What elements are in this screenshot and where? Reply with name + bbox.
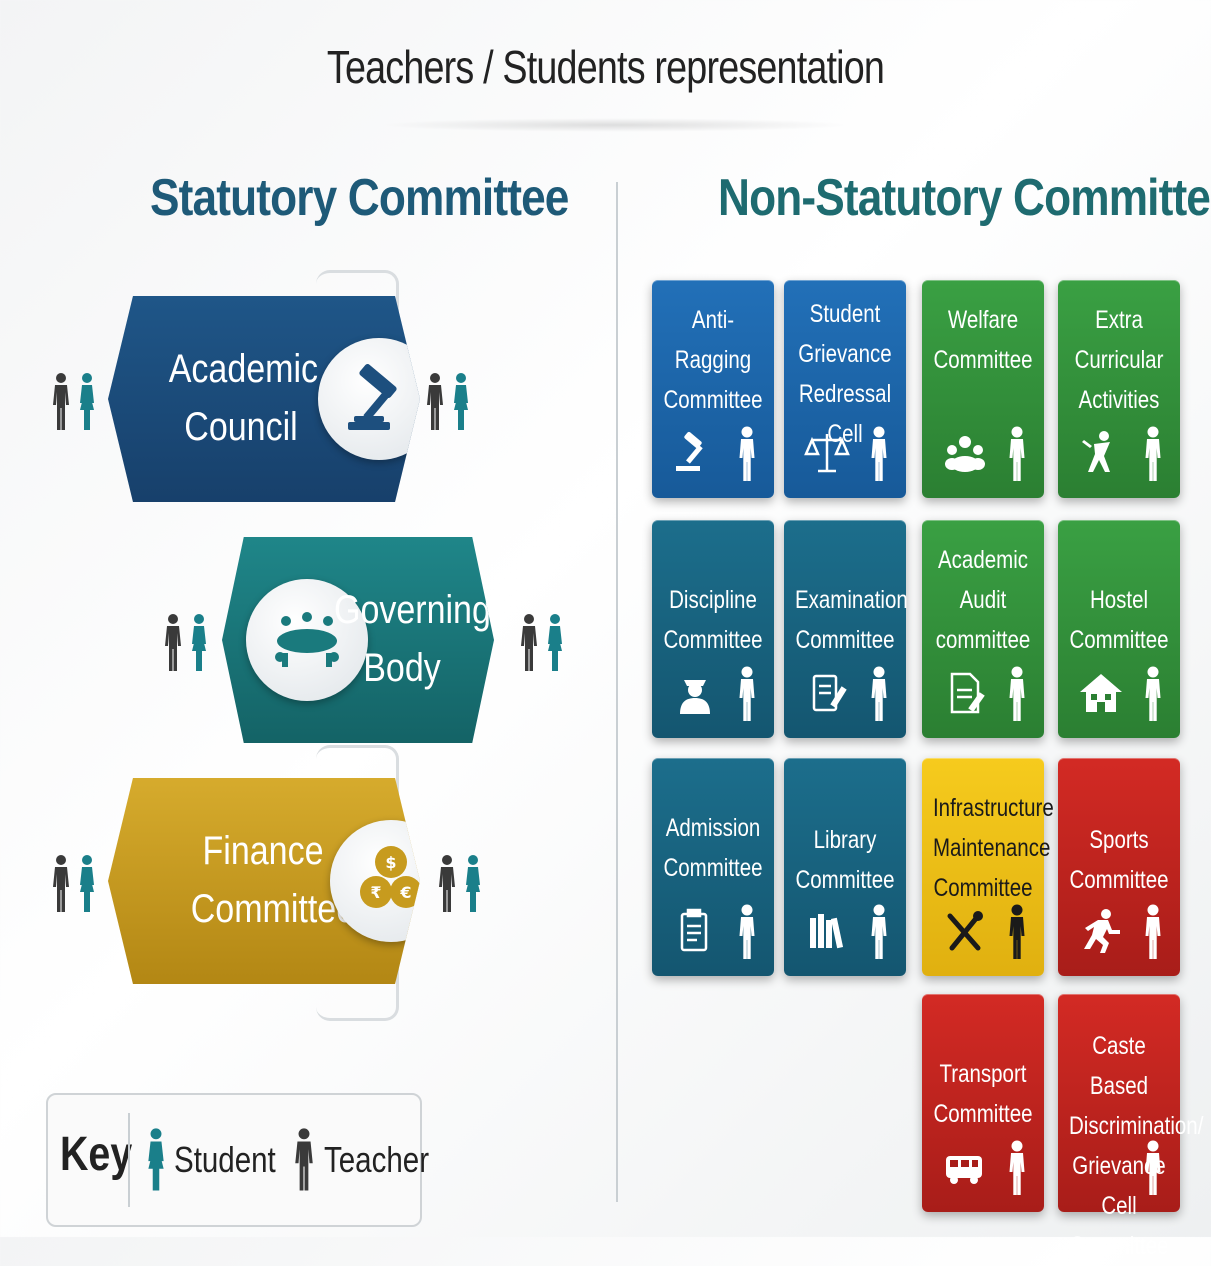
person-icon bbox=[1006, 1140, 1028, 1196]
academic-council-banner: Academic Council bbox=[108, 296, 420, 502]
governing-body-label: Governing Body bbox=[334, 588, 491, 690]
teacher-student-pair bbox=[518, 597, 568, 689]
gavel-icon bbox=[318, 338, 420, 460]
books-icon bbox=[810, 914, 844, 949]
tile-infrastructure: Infrastructure Maintenance Committee bbox=[922, 758, 1054, 976]
person-icon bbox=[868, 904, 890, 960]
legend-key: Key Student Teacher bbox=[46, 1093, 429, 1227]
title-underline-shadow bbox=[380, 118, 850, 132]
tile-academic-audit: Academic Audit committee bbox=[922, 520, 1044, 738]
exam-pad-icon bbox=[812, 674, 847, 712]
svg-text:₹: ₹ bbox=[370, 883, 381, 902]
svg-text:$: $ bbox=[385, 853, 396, 872]
key-title: Key bbox=[60, 1128, 133, 1181]
teacher-icon bbox=[292, 1113, 316, 1207]
tile-examination: Examination Committee bbox=[784, 520, 908, 738]
svg-text:€: € bbox=[399, 883, 411, 902]
runner-icon bbox=[1084, 909, 1120, 953]
person-icon bbox=[868, 426, 890, 482]
tile-label: Library Committee bbox=[795, 826, 895, 894]
tile-label: Welfare Committee bbox=[933, 306, 1033, 374]
tools-icon bbox=[947, 911, 983, 951]
statutory-section-title: Statutory Committee bbox=[150, 169, 569, 227]
tile-student-grievance: Student Grievance Redressal Cell bbox=[784, 280, 906, 498]
tile-anti-ragging: Anti-Ragging Committee bbox=[652, 280, 774, 498]
teacher-student-pair bbox=[50, 838, 100, 930]
tile-welfare: Welfare Committee bbox=[922, 280, 1044, 498]
person-icon bbox=[868, 666, 890, 722]
person-icon bbox=[1142, 426, 1164, 482]
tile-label: Hostel Committee bbox=[1069, 586, 1169, 654]
scales-icon bbox=[804, 434, 850, 473]
person-icon bbox=[1142, 904, 1164, 960]
tile-transport: Transport Committee bbox=[922, 994, 1044, 1212]
tile-caste-discrimination: Caste Based Discrimination/ Grievance Ce… bbox=[1058, 994, 1203, 1260]
bus-icon bbox=[946, 1156, 982, 1184]
academic-council-label: Academic Council bbox=[168, 347, 319, 449]
person-icon bbox=[1142, 1140, 1164, 1196]
gavel-icon bbox=[676, 431, 703, 471]
governing-body-banner: Governing Body bbox=[222, 537, 494, 743]
tile-label: Discipline Committee bbox=[663, 586, 763, 654]
teacher-student-pair bbox=[162, 597, 212, 689]
teacher-student-pair bbox=[424, 356, 474, 448]
tile-label: Examination Committee bbox=[794, 586, 908, 654]
meeting-table-icon bbox=[246, 579, 368, 701]
tile-sports: Sports Committee bbox=[1058, 758, 1180, 976]
tile-label: Extra Curricular Activities bbox=[1074, 306, 1164, 414]
house-icon bbox=[1080, 674, 1122, 712]
tile-label: Infrastructure Maintenance Committee bbox=[932, 794, 1054, 902]
non-statutory-section-title: Non-Statutory Committee bbox=[718, 169, 1211, 227]
tile-label: Academic Audit committee bbox=[935, 546, 1031, 654]
teacher-student-pair bbox=[436, 838, 486, 930]
currency-coins-icon: $₹ € bbox=[330, 820, 420, 942]
person-icon bbox=[1006, 904, 1028, 960]
person-icon bbox=[1006, 666, 1028, 722]
tile-extra-curricular: Extra Curricular Activities bbox=[1058, 280, 1180, 498]
tile-label: Sports Committee bbox=[1069, 826, 1169, 894]
tile-library: Library Committee bbox=[784, 758, 906, 976]
group-icon bbox=[945, 436, 985, 472]
tile-label: Anti-Ragging Committee bbox=[663, 306, 763, 414]
key-teacher-label: Teacher bbox=[324, 1139, 430, 1180]
clipboard-icon bbox=[680, 908, 708, 952]
person-icon bbox=[736, 666, 758, 722]
tile-label: Admission Committee bbox=[663, 814, 763, 882]
tile-label: Transport Committee bbox=[933, 1060, 1033, 1128]
finance-committee-banner: Finance Committee $₹ € bbox=[108, 778, 420, 984]
person-icon bbox=[736, 904, 758, 960]
key-separator bbox=[128, 1113, 130, 1207]
key-student-label: Student bbox=[174, 1139, 276, 1180]
page-title: Teachers / Students representation bbox=[326, 41, 885, 93]
tile-discipline: Discipline Committee bbox=[652, 520, 774, 738]
tile-hostel: Hostel Committee bbox=[1058, 520, 1180, 738]
teacher-student-pair bbox=[50, 356, 100, 448]
student-icon bbox=[144, 1113, 168, 1207]
officer-icon bbox=[680, 680, 710, 714]
person-icon bbox=[736, 426, 758, 482]
person-icon bbox=[1006, 426, 1028, 482]
tile-admission: Admission Committee bbox=[652, 758, 774, 976]
section-divider bbox=[616, 182, 618, 1202]
finance-committee-label: Finance Committee bbox=[190, 829, 356, 931]
person-icon bbox=[1142, 666, 1164, 722]
connector-line bbox=[316, 270, 399, 333]
activity-icon bbox=[1082, 431, 1110, 472]
audit-doc-icon bbox=[950, 672, 985, 714]
tile-label: Student Grievance Redressal Cell bbox=[798, 300, 892, 448]
